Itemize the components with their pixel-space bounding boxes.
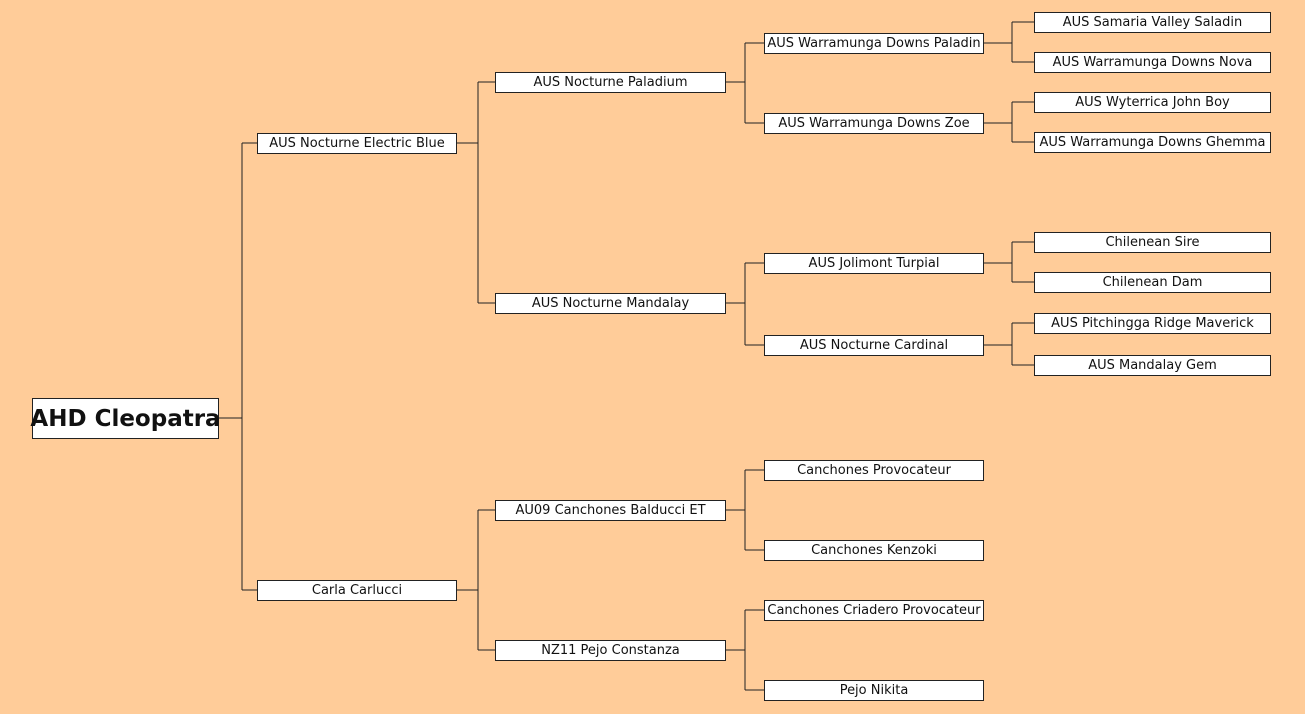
ancestor-dam[interactable]: Carla Carlucci — [257, 580, 457, 601]
ancestor-dam-sire[interactable]: AU09 Canchones Balducci ET — [495, 500, 726, 521]
subject-animal[interactable]: AHD Cleopatra — [30, 398, 221, 439]
ancestor-sire-dam[interactable]: AUS Nocturne Mandalay — [495, 293, 726, 314]
ancestor-sire-sire-dam[interactable]: AUS Warramunga Downs Zoe — [764, 113, 984, 134]
ancestor-sire-dam-dam[interactable]: AUS Nocturne Cardinal — [764, 335, 984, 356]
ancestor-sire-dam-sire-dam[interactable]: Chilenean Dam — [1034, 272, 1271, 293]
ancestor-sire-dam-sire-sire[interactable]: Chilenean Sire — [1034, 232, 1271, 253]
ancestor-dam-dam-sire[interactable]: Canchones Criadero Provocateur — [764, 600, 984, 621]
ancestor-sire-sire-dam-dam[interactable]: AUS Warramunga Downs Ghemma — [1034, 132, 1271, 153]
ancestor-sire-sire[interactable]: AUS Nocturne Paladium — [495, 72, 726, 93]
ancestor-dam-sire-dam[interactable]: Canchones Kenzoki — [764, 540, 984, 561]
ancestor-sire-dam-dam-sire[interactable]: AUS Pitchingga Ridge Maverick — [1034, 313, 1271, 334]
ancestor-sire-dam-dam-dam[interactable]: AUS Mandalay Gem — [1034, 355, 1271, 376]
ancestor-sire-sire-dam-sire[interactable]: AUS Wyterrica John Boy — [1034, 92, 1271, 113]
ancestor-sire-sire-sire[interactable]: AUS Warramunga Downs Paladin — [764, 33, 984, 54]
ancestor-dam-sire-sire[interactable]: Canchones Provocateur — [764, 460, 984, 481]
ancestor-sire-sire-sire-dam[interactable]: AUS Warramunga Downs Nova — [1034, 52, 1271, 73]
ancestor-sire[interactable]: AUS Nocturne Electric Blue — [257, 133, 457, 154]
ancestor-sire-sire-sire-sire[interactable]: AUS Samaria Valley Saladin — [1034, 12, 1271, 33]
ancestor-sire-dam-sire[interactable]: AUS Jolimont Turpial — [764, 253, 984, 274]
ancestor-dam-dam-dam[interactable]: Pejo Nikita — [764, 680, 984, 701]
ancestor-dam-dam[interactable]: NZ11 Pejo Constanza — [495, 640, 726, 661]
